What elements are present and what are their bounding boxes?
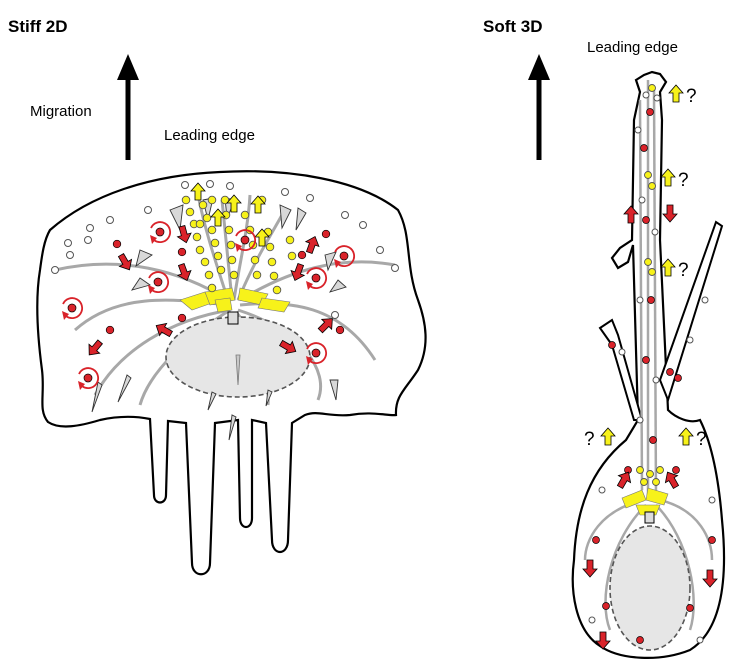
migration-arrow-icon xyxy=(117,54,139,160)
migration-arrow-right-icon xyxy=(528,54,550,160)
right-leading-edge-label: Leading edge xyxy=(587,39,678,56)
left-panel-title: Stiff 2D xyxy=(8,17,68,36)
migration-label: Migration xyxy=(30,103,92,120)
right-panel-title: Soft 3D xyxy=(483,17,543,36)
question-mark-right-branch: ? xyxy=(696,429,707,450)
question-mark-tip: ? xyxy=(686,86,697,107)
right-nucleus xyxy=(610,526,690,650)
question-mark-middle: ? xyxy=(678,260,689,281)
question-mark-upper: ? xyxy=(678,170,689,191)
question-mark-left-branch: ? xyxy=(584,429,595,450)
left-leading-edge-label: Leading edge xyxy=(164,127,255,144)
